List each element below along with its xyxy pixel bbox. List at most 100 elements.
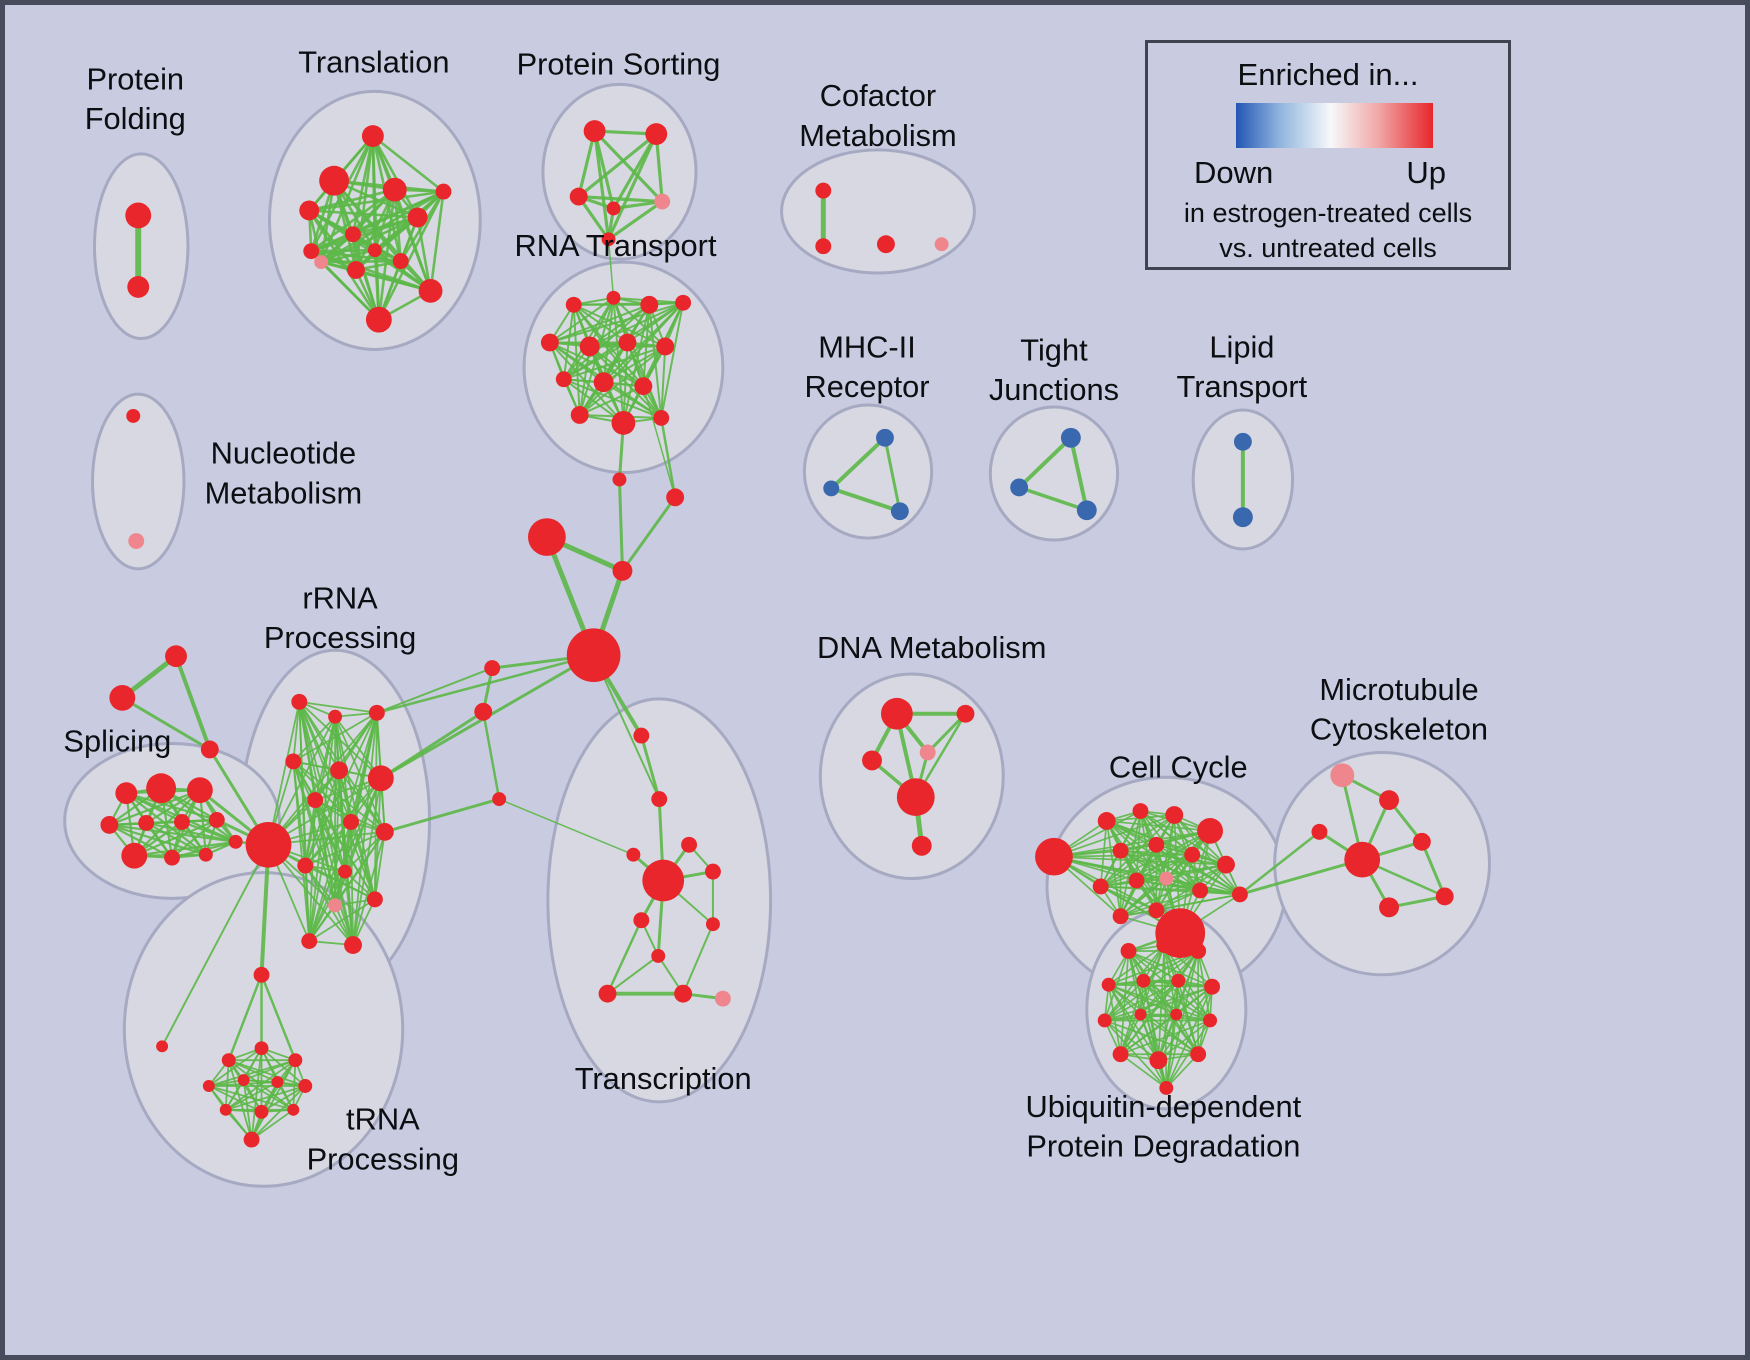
network-edge (309, 190, 445, 253)
network-edge (174, 654, 212, 752)
transcription-label: Transcription (575, 1061, 752, 1096)
mhc-ii-receptor-label: MHC-II (818, 329, 916, 364)
microtubule-cytoskeleton-node (1412, 832, 1431, 851)
rna-transport-node (656, 337, 675, 356)
trna-processing-label: Processing (307, 1141, 459, 1176)
cofactor-metabolism-ellipse (780, 148, 976, 275)
legend-subtext-line2: vs. untreated cells (1219, 233, 1437, 263)
transcription-node (714, 990, 731, 1007)
rrna-processing-node (301, 933, 318, 950)
trna-processing-label: tRNA (346, 1102, 420, 1137)
network-edge (1155, 893, 1241, 912)
dna-metabolism-node (880, 697, 913, 730)
transcription-node (598, 984, 617, 1003)
splicing-node (115, 782, 138, 805)
network-edge (1238, 830, 1321, 896)
splicing-node (138, 815, 155, 831)
network-edge (1420, 840, 1447, 898)
ubiquitin-degradation-node (1190, 1046, 1207, 1063)
microtubule-cytoskeleton-node (1344, 841, 1381, 878)
rrna-processing-node (330, 761, 349, 780)
ubiquitin-degradation-node (1149, 1051, 1168, 1070)
rrna-processing-node (297, 857, 314, 874)
ubiquitin-degradation-node (1171, 973, 1186, 988)
network-edge (1099, 885, 1241, 896)
splicing-node (198, 847, 213, 862)
protein-sorting-label: Protein Sorting (517, 47, 721, 82)
rrna-processing-node (307, 792, 324, 809)
network-edge (292, 760, 354, 946)
microtubule-cytoskeleton-ellipse (1273, 750, 1491, 977)
network-edge (309, 216, 419, 253)
tight-junctions-label: Junctions (989, 372, 1119, 407)
translation-label: Translation (298, 45, 449, 80)
rrna-processing-node (285, 753, 302, 770)
network-edge (304, 821, 352, 867)
network-edge (1119, 814, 1176, 852)
trna-processing-node (288, 1053, 303, 1068)
trna-processing-node (221, 1053, 236, 1068)
nucleotide-metabolism-node (126, 409, 141, 423)
rrna-processing-node (367, 765, 394, 792)
network-edge (250, 1059, 297, 1141)
network-edge (351, 233, 381, 321)
network-edge (1135, 810, 1142, 882)
cell-cycle-node (1184, 846, 1201, 863)
network-edge (377, 190, 445, 321)
translation-node (407, 207, 428, 228)
tight-junctions-ellipse (988, 405, 1120, 542)
network-edge (307, 190, 445, 212)
network-edge (588, 303, 651, 348)
network-edge (659, 416, 677, 499)
splicing-node (100, 815, 119, 834)
ubiquitin-degradation-node (1134, 1008, 1147, 1021)
network-edge (606, 132, 658, 241)
protein-folding-node (127, 275, 150, 298)
network-edge (577, 194, 664, 204)
network-edge (292, 760, 311, 942)
network-edge (562, 341, 629, 381)
translation-node (365, 306, 392, 333)
rna-transport-node (570, 406, 589, 424)
transcription-node (681, 836, 698, 853)
dna-metabolism-label: DNA Metabolism (817, 630, 1046, 665)
network-edge (1103, 985, 1213, 1022)
network-edge (375, 667, 494, 714)
legend-up-label: Up (1406, 155, 1446, 190)
connectors-node (612, 560, 633, 581)
splicing-node (121, 842, 148, 869)
network-edge (1163, 944, 1178, 1016)
translation-node (303, 243, 320, 260)
network-edge (352, 777, 382, 946)
cofactor-metabolism-node (815, 182, 832, 199)
transcription-node (704, 863, 721, 880)
network-edge (602, 381, 663, 419)
network-edge (1099, 843, 1158, 888)
network-edge (1119, 1053, 1168, 1089)
translation-node (347, 261, 365, 279)
network-edge (1103, 1019, 1199, 1056)
network-edge (319, 259, 403, 264)
translation-node (345, 226, 361, 243)
network-edge (1119, 849, 1227, 866)
network-edge (133, 840, 237, 857)
network-edge (593, 129, 611, 241)
network-edge (319, 190, 445, 264)
network-edge (292, 700, 301, 763)
translation-node (367, 243, 382, 258)
network-edge (207, 1085, 295, 1111)
network-edge (1135, 853, 1194, 882)
cell-cycle-node (1217, 855, 1235, 874)
rrna-processing-node (245, 821, 292, 868)
network-edge (160, 787, 237, 843)
network-edge (926, 712, 967, 754)
rna-transport-node (606, 290, 621, 305)
mhc-ii-receptor-ellipse (802, 403, 934, 540)
cofactor-metabolism-label: Cofactor (820, 78, 936, 113)
rrna-processing-node (368, 704, 385, 721)
translation-node (435, 183, 452, 200)
network-edge (304, 864, 311, 942)
network-edge (548, 296, 615, 344)
